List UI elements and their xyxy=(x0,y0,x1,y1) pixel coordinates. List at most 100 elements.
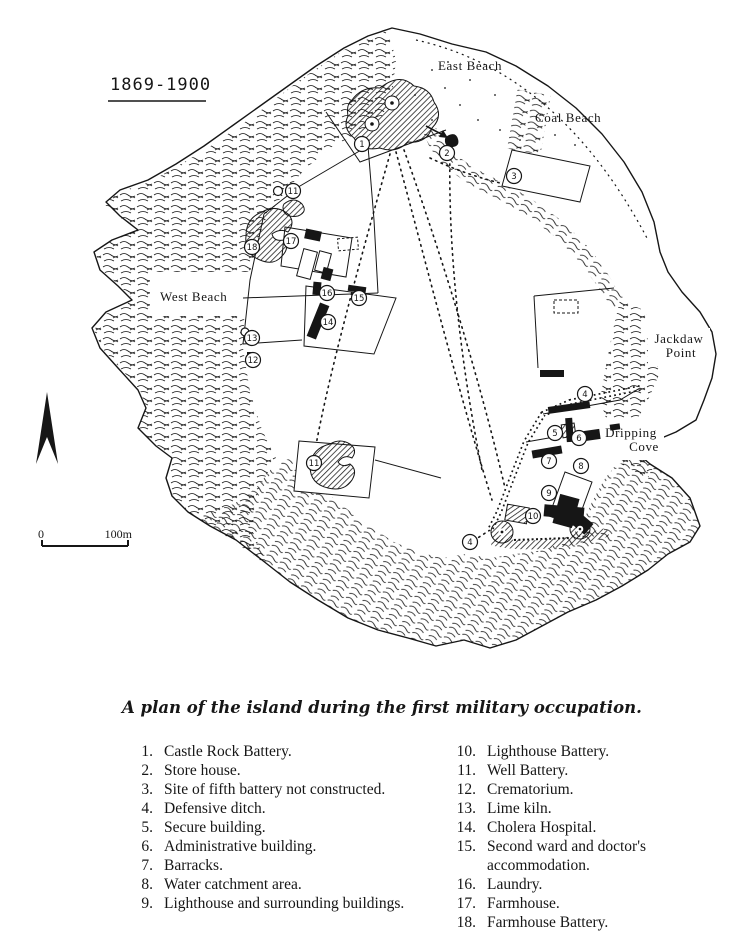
legend-item-number: 16. xyxy=(456,876,476,893)
lighthouse-battery xyxy=(490,503,610,550)
legend-item-number: 14. xyxy=(456,819,476,836)
legend-item-number: 10. xyxy=(456,743,476,760)
legend-item-text: Lighthouse and surrounding buildings. xyxy=(164,895,405,912)
map-marker-number: 5 xyxy=(552,429,557,439)
scale-100m-label: 100m xyxy=(105,527,133,541)
legend-item-number: 13. xyxy=(456,800,476,817)
cholera-hospital xyxy=(306,302,330,340)
map-marker-circle xyxy=(576,385,594,403)
legend-item: 1. Castle Rock Battery. xyxy=(125,742,435,761)
legend-item: 12.Crematorium. xyxy=(448,780,688,799)
map-marker-circle xyxy=(319,313,337,331)
fort-structures xyxy=(490,370,641,550)
island-map: East Beach Coal Beach West Beach Jackdaw… xyxy=(36,27,717,649)
label-west-beach: West Beach xyxy=(160,289,227,304)
legend-item: 8. Water catchment area. xyxy=(125,875,435,894)
legend-item-number: 18. xyxy=(456,914,476,931)
map-marker-number: 16 xyxy=(322,289,333,299)
legend-item: 13.Lime kiln. xyxy=(448,799,688,818)
legend-item: 17. Farmhouse. xyxy=(448,894,688,913)
legend-item-number: 5. xyxy=(141,819,153,836)
legend-item-text: Laundry. xyxy=(487,876,543,893)
legend-item-text: Farmhouse Battery. xyxy=(487,914,609,931)
legend-item-number: 11. xyxy=(457,762,476,779)
legend-item-text: Lighthouse Battery. xyxy=(487,743,610,760)
map-marker-number: 7 xyxy=(546,457,551,467)
map-marker-circle xyxy=(305,454,323,472)
scale-zero-label: 0 xyxy=(38,527,44,541)
legend-item: 16. Laundry. xyxy=(448,875,688,894)
legend-item-text: Farmhouse. xyxy=(487,895,560,912)
map-marker-circle xyxy=(546,424,564,442)
map-marker-number: 9 xyxy=(546,489,551,499)
legend-item: 5.Secure building. xyxy=(125,818,435,837)
map-marker-number: 8 xyxy=(578,462,583,472)
legend-item: 7. Barracks. xyxy=(125,856,435,875)
map-marker-number: 13 xyxy=(247,334,258,344)
legend-item-number: 6. xyxy=(141,838,153,855)
legend-item-number: 7. xyxy=(141,857,153,874)
legend-item: 10. Lighthouse Battery. xyxy=(448,742,688,761)
map-marker-circle xyxy=(282,232,300,250)
legend-item: 4. Defensive ditch. xyxy=(125,799,435,818)
map-marker-number: 6 xyxy=(576,434,581,444)
map-marker-circle xyxy=(318,284,336,302)
map-marker-circle xyxy=(540,484,558,502)
map-marker-circle xyxy=(353,135,371,153)
legend-col-left: 1.Castle Rock Battery.2.Store house.3.Si… xyxy=(125,742,435,913)
map-marker-circle xyxy=(243,329,261,347)
map-marker-circle xyxy=(244,351,262,369)
map-marker-circle xyxy=(505,167,523,185)
castle-rock-battery xyxy=(325,79,447,163)
legend-col-right: 10. Lighthouse Battery.11.Well Battery.12… xyxy=(448,742,688,932)
legend-item: 6. Administrative building. xyxy=(125,837,435,856)
legend-item-text: Barracks. xyxy=(164,857,223,874)
map-title: 1869-1900 xyxy=(108,75,210,102)
legend-item-text: Second ward and doctor's accommodation. xyxy=(487,838,647,874)
map-marker-circle xyxy=(438,144,456,162)
legend-item-number: 17. xyxy=(456,895,476,912)
legend-item: 14.Cholera Hospital. xyxy=(448,818,688,837)
legend-item-number: 15. xyxy=(456,838,476,855)
farmhouse-buildings xyxy=(296,228,367,296)
label-jackdaw-point: Jackdaw xyxy=(655,331,704,346)
ruin-outline xyxy=(553,299,579,314)
map-marker-number: 3 xyxy=(511,172,516,182)
legend-item-number: 3. xyxy=(141,781,153,798)
legend-item-text: Water catchment area. xyxy=(164,876,302,893)
legend-item-number: 12. xyxy=(456,781,476,798)
map-marker-number: 11 xyxy=(309,459,320,469)
label-dripping-cove: Dripping xyxy=(605,425,657,440)
map-marker-number: 4 xyxy=(582,390,587,400)
fifth-battery-site xyxy=(501,149,591,203)
svg-text:Cove: Cove xyxy=(629,439,659,454)
map-marker-number: 10 xyxy=(528,512,539,522)
map-marker-number: 12 xyxy=(248,356,259,366)
legend-item-number: 9. xyxy=(141,895,153,912)
map-marker-number: 1 xyxy=(359,140,364,150)
dotted-tracks xyxy=(315,149,506,542)
map-marker-number: 15 xyxy=(354,294,365,304)
map-marker-number: 11 xyxy=(288,187,299,197)
legend-item-number: 4. xyxy=(141,800,153,817)
legend-item-text: Defensive ditch. xyxy=(164,800,266,817)
legend-item-number: 8. xyxy=(141,876,153,893)
legend-item: 15. Second ward and doctor's accommodatio… xyxy=(448,837,688,875)
map-marker-circle xyxy=(570,429,588,447)
well xyxy=(272,185,284,197)
map-caption: A plan of the island during the first mi… xyxy=(122,698,642,717)
legend-item-text: Castle Rock Battery. xyxy=(164,743,292,760)
map-marker-circle xyxy=(350,289,368,307)
legend-item-text: Administrative building. xyxy=(164,838,317,855)
map-marker-circle xyxy=(243,238,261,256)
legend-item-text: Store house. xyxy=(164,762,241,779)
map-marker-number: 14 xyxy=(323,318,334,328)
map-marker-number: 4 xyxy=(467,538,472,548)
map-marker-number: 18 xyxy=(247,243,258,253)
legend-item: 11.Well Battery. xyxy=(448,761,688,780)
map-marker-circle xyxy=(524,507,542,525)
administrative-building xyxy=(583,428,601,442)
legend-item-number: 1. xyxy=(141,743,153,760)
